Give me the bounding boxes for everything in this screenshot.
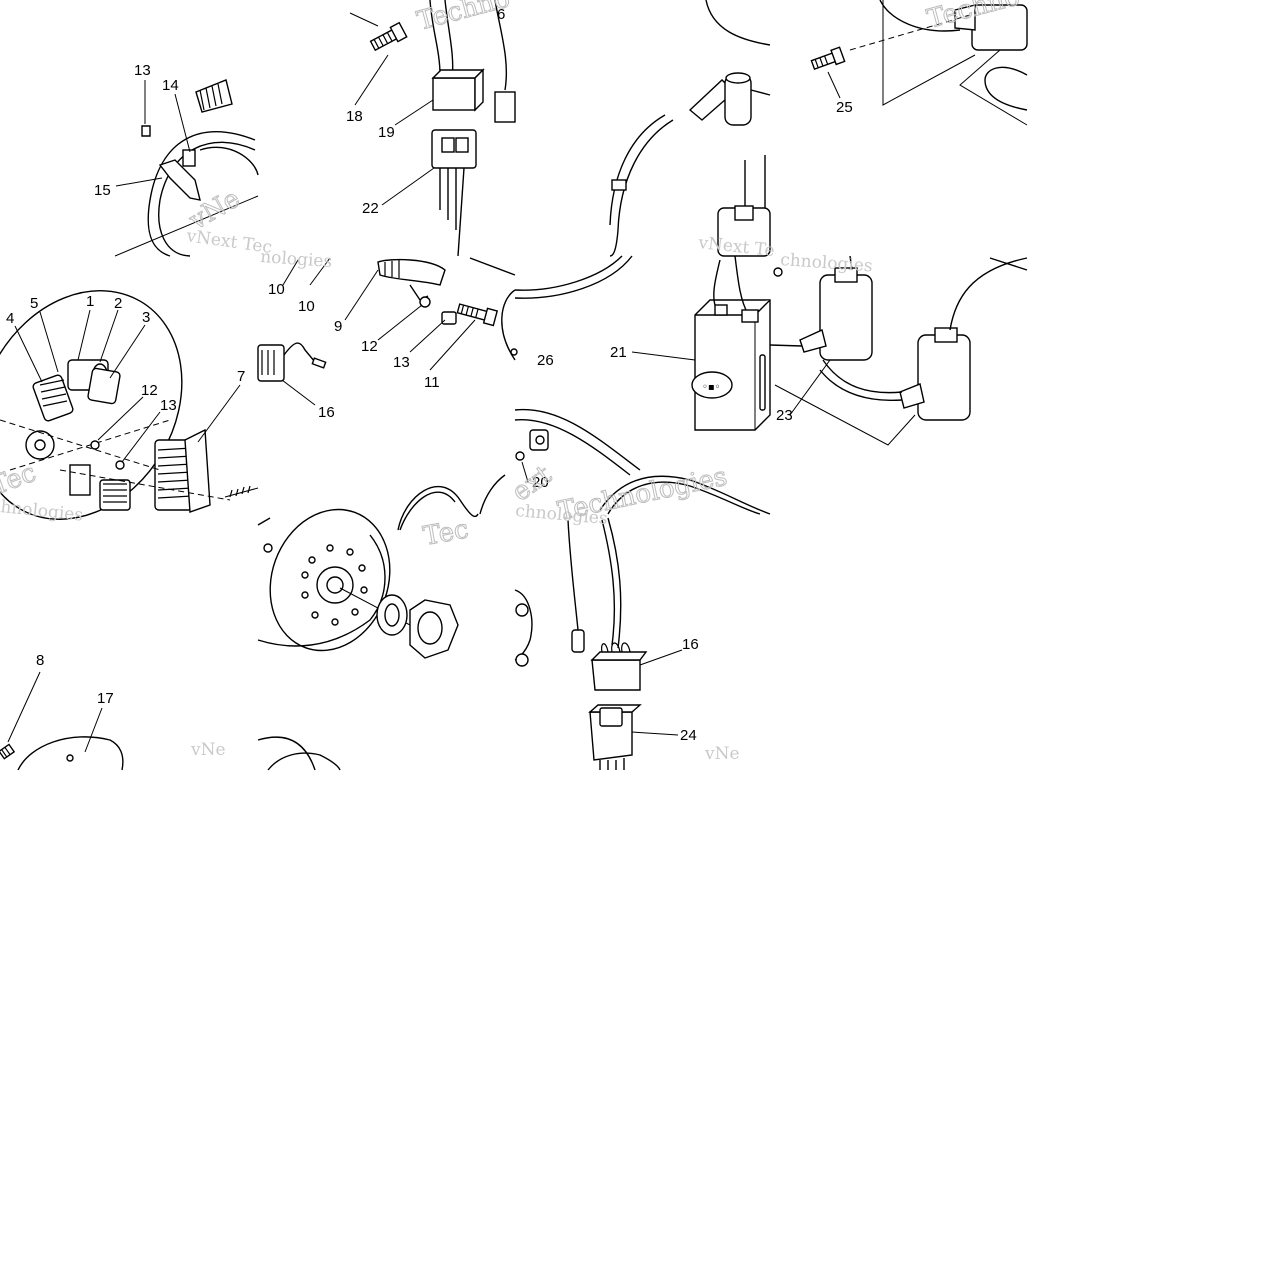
callout-16-top: 16 [318, 404, 335, 421]
watermark-technologies: Technologies [555, 462, 730, 527]
tile-middle-center-left: 10 10 9 12 13 11 16 26 nologies [257, 247, 554, 421]
callout-5: 5 [30, 295, 38, 312]
callout-22: 22 [362, 200, 379, 217]
cdi-box-21 [694, 299, 771, 431]
callout-24: 24 [680, 727, 697, 744]
housing-9 [377, 258, 446, 286]
watermark-vne-2: vNe [704, 744, 740, 764]
connector-16-lower [590, 642, 648, 691]
callout-13: 13 [160, 397, 177, 414]
callout-6: 6 [497, 6, 505, 23]
washer-12 [419, 296, 431, 308]
callout-2: 2 [114, 295, 122, 312]
cover-17 [17, 736, 124, 771]
tile-top-center-right: vNext Te [609, 0, 776, 261]
watermark-chnologies: chnologies [780, 250, 874, 276]
coil-4 [32, 374, 74, 422]
callout-20: 20 [532, 474, 549, 491]
bolt-11 [456, 303, 499, 327]
callout-16-bottom: 16 [682, 636, 699, 653]
connector-24 [588, 704, 642, 770]
svg-text:◦▪◦: ◦▪◦ [702, 382, 721, 393]
watermark-tec-2: Tec [421, 514, 471, 551]
nut-13 [441, 311, 457, 325]
callout-7: 7 [237, 368, 245, 385]
small-screw [141, 125, 151, 137]
callout-13c: 13 [393, 354, 410, 371]
screw-25 [810, 46, 846, 71]
pickup-coil-7 [154, 428, 211, 513]
callout-21: 21 [610, 344, 627, 361]
watermark-vne: vNe [190, 740, 226, 760]
clamp-part [158, 159, 201, 201]
callout-12b: 12 [361, 338, 378, 355]
callout-11: 11 [424, 374, 440, 391]
callout-14: 14 [162, 77, 179, 94]
tile-middle-left: 1 2 3 4 5 7 12 13 hnologies Tec [0, 290, 259, 526]
watermark-nologies: nologies [260, 247, 333, 272]
callout-17: 17 [97, 690, 114, 707]
tile-top-right: 25 Techno [810, 0, 1028, 126]
callout-1: 1 [86, 293, 94, 310]
tile-lower-left: 8 17 vNe [0, 652, 226, 771]
coil-3 [87, 367, 121, 405]
callout-4: 4 [6, 310, 14, 327]
tile-top-left: 13 14 15 vNext Tec vNe [94, 62, 273, 258]
callout-26: 26 [537, 352, 554, 369]
clamp-bracket [182, 149, 196, 167]
screw-18 [369, 21, 408, 52]
tile-top-center-left: 18 19 22 6 Techno [346, 0, 516, 257]
screw-26 [510, 348, 518, 356]
tile-lower-center-left: Tec [257, 474, 506, 771]
ignition-coil-23a [769, 255, 873, 361]
connector-19 [432, 77, 476, 111]
callout-10-right: 10 [298, 298, 315, 315]
callout-8: 8 [36, 652, 44, 669]
callout-10-left: 10 [268, 281, 285, 298]
screw-8 [0, 743, 16, 760]
tile-middle-center-right: ◦▪◦ 21 23 chnologies [514, 250, 1028, 446]
callout-19: 19 [378, 124, 395, 141]
callout-15: 15 [94, 182, 111, 199]
watermark-ext: ext [507, 460, 558, 508]
callout-3: 3 [142, 309, 150, 326]
callout-25: 25 [836, 99, 853, 116]
tile-lower-center-right: 20 16 24 chnologies ext Technologies vNe [506, 408, 771, 770]
callout-23: 23 [776, 407, 793, 424]
connector-16 [257, 344, 285, 382]
callout-13: 13 [134, 62, 151, 79]
callout-18: 18 [346, 108, 363, 125]
bullet-terminal [571, 629, 585, 653]
callout-9: 9 [334, 318, 342, 335]
ignition-coil-23b [819, 257, 1028, 421]
callout-12: 12 [141, 382, 158, 399]
